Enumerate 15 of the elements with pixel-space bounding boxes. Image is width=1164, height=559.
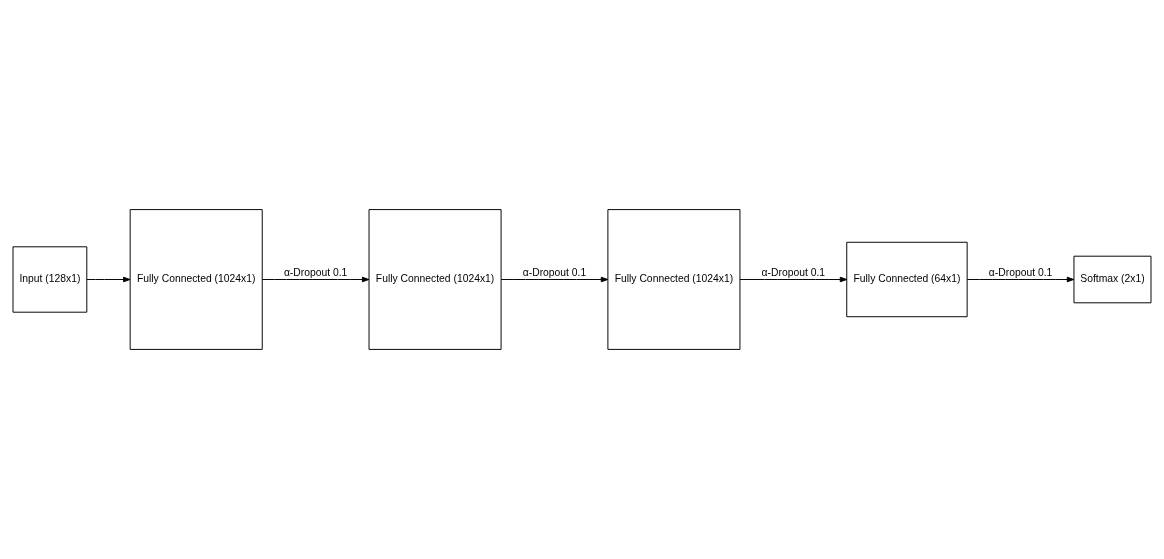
arrow [500, 276, 609, 283]
node-box: Input (128x1) [12, 246, 88, 313]
node-box: Fully Connected (1024x1) [368, 209, 502, 350]
edge-label: α-Dropout 0.1 [522, 267, 587, 279]
arrow [261, 276, 370, 283]
arrow [739, 276, 848, 283]
node-box: Fully Connected (64x1) [846, 241, 968, 318]
node-box: Fully Connected (1024x1) [607, 209, 741, 350]
node-box: Softmax (2x1) [1073, 255, 1152, 304]
arrow [86, 276, 131, 283]
edge-label: α-Dropout 0.1 [283, 267, 348, 279]
edge-label: α-Dropout 0.1 [988, 267, 1053, 279]
node-box: Fully Connected (1024x1) [129, 209, 263, 350]
edge-label: α-Dropout 0.1 [761, 267, 826, 279]
arrow [966, 276, 1075, 283]
